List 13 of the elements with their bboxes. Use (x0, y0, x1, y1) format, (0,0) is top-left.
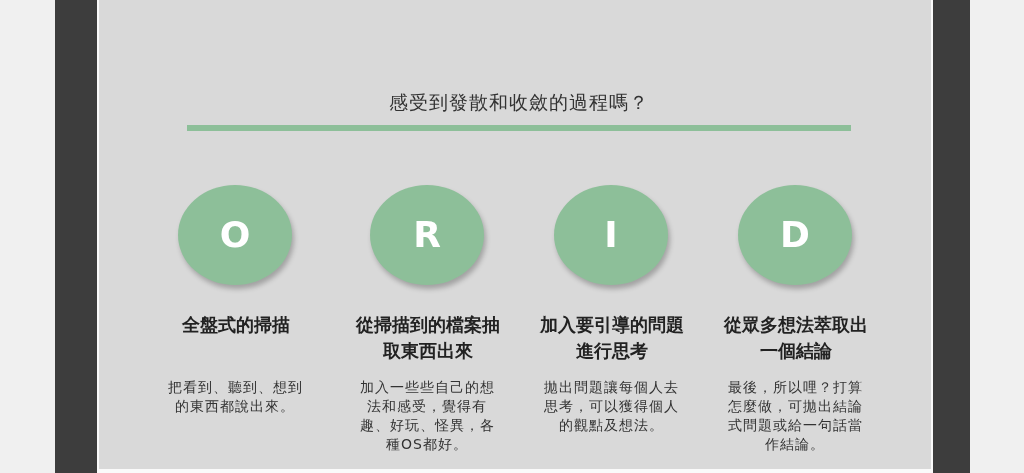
circle-letter: R (413, 217, 441, 253)
step-description: 拋出問題讓每個人去思考，可以獲得個人的觀點及想法。 (542, 378, 680, 435)
circle-letter: D (780, 217, 810, 253)
title: 感受到發散和收斂的過程嗎？ (388, 90, 650, 115)
step-heading: 從掃描到的檔案抽取東西出來 (354, 313, 501, 363)
step-description: 最後，所以哩？打算怎麼做，可拋出結論式問題或給一句話當作結論。 (726, 378, 864, 454)
step-heading: 從眾多想法萃取出一個結論 (722, 313, 869, 363)
step-description: 把看到、聽到、想到的東西都說出來。 (166, 378, 304, 416)
circle-letter: O (219, 217, 251, 253)
circle-letter: I (604, 217, 618, 253)
step-description: 加入一些些自己的想法和感受，覺得有趣、好玩、怪異，各種OS都好。 (358, 378, 496, 454)
step-heading: 全盤式的掃描 (180, 313, 291, 337)
step-heading: 加入要引導的問題進行思考 (538, 313, 685, 363)
